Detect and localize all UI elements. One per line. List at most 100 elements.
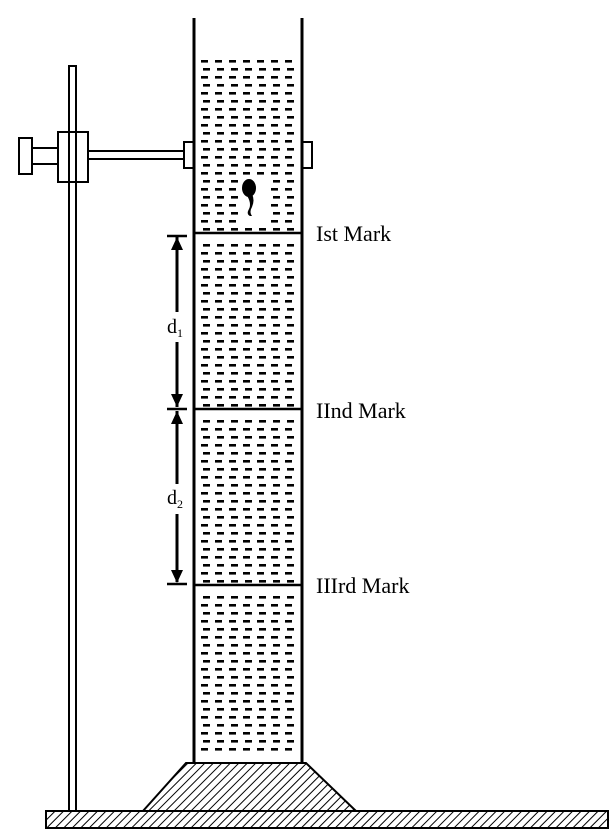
liquid-dash [287, 532, 294, 535]
liquid-dash [245, 372, 252, 375]
liquid-dash [201, 652, 208, 655]
mark-label-1: Ist Mark [316, 221, 391, 246]
liquid-dash [271, 540, 278, 543]
liquid-dash [229, 268, 236, 271]
liquid-dash [287, 116, 294, 119]
liquid-dash [285, 188, 292, 191]
liquid-dash [203, 164, 210, 167]
liquid-dash [217, 676, 224, 679]
liquid-dash [243, 268, 250, 271]
liquid-dash [243, 700, 250, 703]
liquid-dash [217, 372, 224, 375]
liquid-dash [229, 92, 236, 95]
liquid-dash [273, 292, 280, 295]
liquid-dash [201, 220, 208, 223]
liquid-dash [259, 292, 266, 295]
liquid-dash [287, 500, 294, 503]
liquid-dash [217, 308, 224, 311]
liquid-dash [229, 684, 236, 687]
liquid-dash [201, 332, 208, 335]
liquid-dash [271, 732, 278, 735]
liquid-dash [201, 540, 208, 543]
liquid-dash [203, 260, 210, 263]
liquid-dash [243, 172, 250, 175]
distance-label-d2: d2 [167, 487, 183, 511]
liquid-dash [243, 124, 250, 127]
liquid-dash [229, 172, 236, 175]
liquid-dash [215, 668, 222, 671]
liquid-dash [231, 308, 238, 311]
liquid-dash [231, 452, 238, 455]
liquid-dash [231, 660, 238, 663]
liquid-dash [245, 68, 252, 71]
liquid-dash [203, 404, 210, 407]
liquid-dash [259, 372, 266, 375]
liquid-dash [257, 732, 264, 735]
liquid-dash [215, 268, 222, 271]
liquid-dash [271, 300, 278, 303]
liquid-dash [245, 500, 252, 503]
liquid-dash [217, 84, 224, 87]
liquid-dash [201, 636, 208, 639]
falling-ball [242, 179, 256, 216]
liquid-dash [201, 524, 208, 527]
liquid-dash [201, 60, 208, 63]
liquid-dash [271, 188, 278, 191]
liquid-dash [217, 244, 224, 247]
liquid-dash [203, 292, 210, 295]
liquid-dash [285, 748, 292, 751]
liquid-dash [285, 684, 292, 687]
liquid-dash [243, 108, 250, 111]
liquid-dash [231, 148, 238, 151]
liquid-dash [201, 444, 208, 447]
liquid-dash [203, 452, 210, 455]
liquid-dash [245, 724, 252, 727]
liquid-dash [285, 172, 292, 175]
liquid-dash [243, 492, 250, 495]
liquid-dash [259, 164, 266, 167]
liquid-dash [217, 68, 224, 71]
liquid-dash [231, 260, 238, 263]
liquid-dash [215, 124, 222, 127]
liquid-dash [285, 268, 292, 271]
liquid-dash [243, 540, 250, 543]
liquid-dash [273, 692, 280, 695]
liquid-dash [273, 452, 280, 455]
liquid-dash [231, 324, 238, 327]
liquid-dash [243, 444, 250, 447]
liquid-dash [217, 468, 224, 471]
liquid-dash [287, 212, 294, 215]
liquid-dash [217, 500, 224, 503]
liquid-dash [287, 612, 294, 615]
liquid-dash [215, 476, 222, 479]
liquid-dash [287, 276, 294, 279]
liquid-dash [257, 172, 264, 175]
liquid-dash [271, 60, 278, 63]
liquid-dash [215, 428, 222, 431]
liquid-dash [287, 180, 294, 183]
liquid-dash [287, 196, 294, 199]
liquid-dash [215, 300, 222, 303]
liquid-dash [259, 740, 266, 743]
liquid-dash [285, 364, 292, 367]
liquid-dash [287, 596, 294, 599]
liquid-dash [257, 108, 264, 111]
liquid-dash [231, 628, 238, 631]
liquid-dash [201, 92, 208, 95]
liquid-dash [273, 84, 280, 87]
liquid-dash [229, 364, 236, 367]
liquid-dash [229, 572, 236, 575]
liquid-dash [259, 564, 266, 567]
liquid-dash [201, 124, 208, 127]
liquid-dash [215, 732, 222, 735]
liquid-dash [287, 84, 294, 87]
liquid-dash [285, 460, 292, 463]
liquid-dash [287, 676, 294, 679]
liquid-dash [285, 316, 292, 319]
liquid-dash [287, 708, 294, 711]
liquid-dash [259, 308, 266, 311]
liquid-dash [271, 316, 278, 319]
liquid-dash [257, 268, 264, 271]
liquid-dash [217, 388, 224, 391]
liquid-dash [217, 196, 224, 199]
